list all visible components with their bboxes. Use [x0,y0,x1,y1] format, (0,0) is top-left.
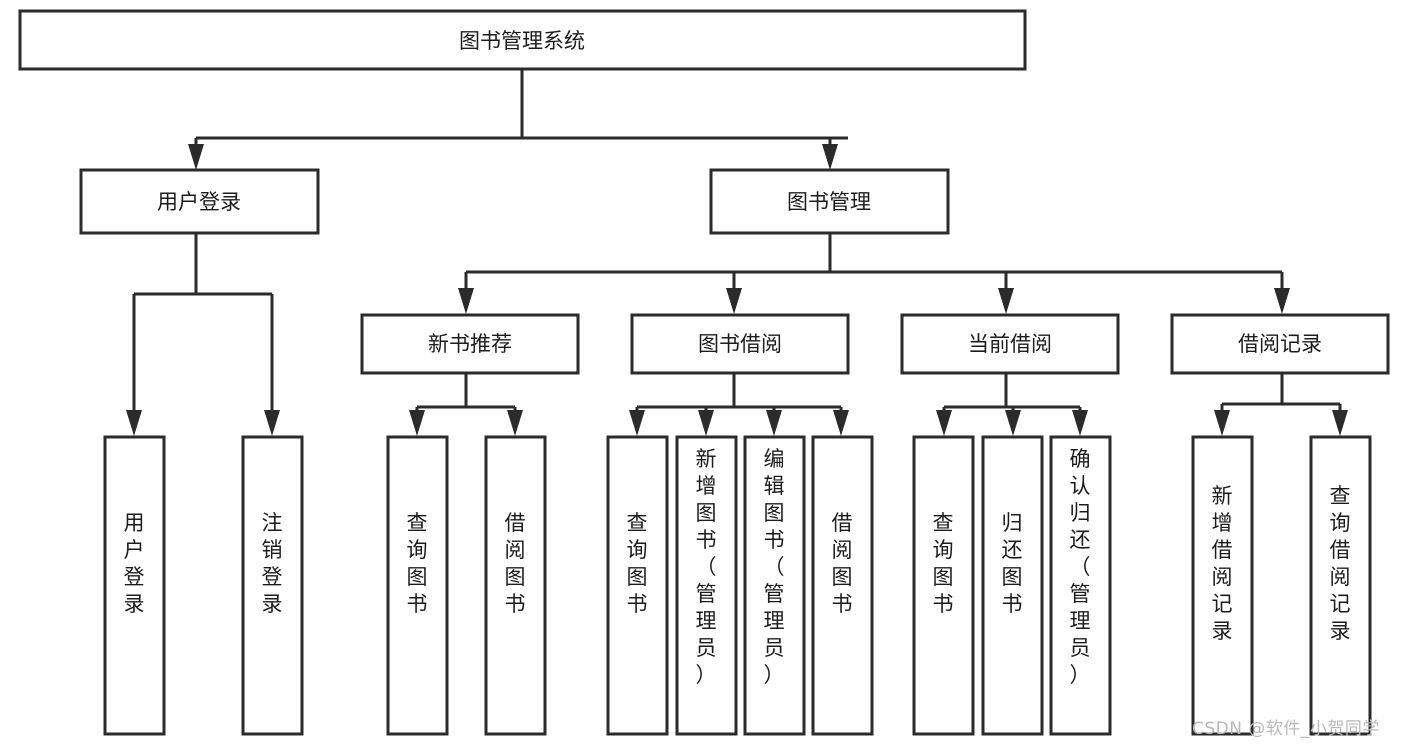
node-book-borrow-box[interactable] [630,313,850,375]
node-user-login[interactable]: 用户登录 [79,168,320,235]
node-leaf-return-book-label: 归还图书 [1002,511,1023,616]
node-leaf-query-borrow-record-box[interactable] [1309,435,1372,736]
arrow-head-icon [1332,410,1348,436]
node-leaf-edit-book-label: 编辑图书（管理员） [764,447,785,687]
node-leaf-return-book-box[interactable] [981,435,1044,736]
arrow-head-icon [936,410,952,436]
connector-bookborrow-to-leaves [629,373,849,436]
connector-borrowrecord-to-leaves [1214,373,1348,436]
node-leaf-return-book[interactable]: 归还图书 [981,435,1044,736]
node-leaf-add-borrow-record[interactable]: 新增借阅记录 [1191,435,1254,736]
arrow-head-icon [264,410,280,436]
node-leaf-query-book-3-label: 查询图书 [933,511,954,616]
arrow-head-icon [409,410,425,436]
node-leaf-user-login[interactable]: 用户登录 [103,435,166,736]
node-book-borrow[interactable]: 图书借阅 [630,313,850,375]
node-leaf-edit-book[interactable]: 编辑图书（管理员） [743,435,806,736]
connector-bookmgmt-to-level2 [458,233,1290,314]
node-user-login-box[interactable] [79,168,320,235]
node-leaf-confirm-return[interactable]: 确认归还（管理员） [1049,435,1112,736]
node-leaf-borrow-book-2[interactable]: 借阅图书 [811,435,874,736]
node-leaf-query-book-1-label: 查询图书 [407,511,428,616]
node-leaf-user-login-box[interactable] [103,435,166,736]
node-book-management-label: 图书管理 [787,190,871,214]
node-leaf-add-book-label: 新增图书（管理员） [696,447,717,687]
node-leaf-query-book-2-label: 查询图书 [627,511,648,616]
node-leaf-query-borrow-record-label: 查询借阅记录 [1330,484,1351,643]
arrow-head-icon [822,144,838,170]
node-leaf-add-book-box[interactable] [675,435,738,736]
connector-root-to-level1 [188,69,848,170]
arrow-head-icon [1214,410,1230,436]
watermark-text: CSDN @软件_小贺同学 [1192,719,1380,739]
node-leaf-logout[interactable]: 注销登录 [241,435,304,736]
connector-userlogin-to-leaves [126,233,280,436]
node-leaf-query-book-3[interactable]: 查询图书 [912,435,975,736]
node-leaf-borrow-book-2-box[interactable] [811,435,874,736]
node-leaf-add-book[interactable]: 新增图书（管理员） [675,435,738,736]
arrow-head-icon [726,288,742,314]
connector-currentborrow-to-leaves [936,373,1088,436]
arrow-head-icon [766,410,782,436]
node-leaf-query-book-3-box[interactable] [912,435,975,736]
arrow-head-icon [1072,410,1088,436]
node-leaf-query-book-1[interactable]: 查询图书 [386,435,449,736]
connector-newbook-to-leaves [409,373,523,436]
node-root-box[interactable] [18,9,1027,71]
arrow-head-icon [1274,288,1290,314]
arrow-head-icon [458,288,474,314]
node-leaf-borrow-book-1-label: 借阅图书 [505,511,526,616]
node-current-borrow-label: 当前借阅 [968,332,1052,356]
node-book-borrow-label: 图书借阅 [698,332,782,356]
node-leaf-borrow-book-1-box[interactable] [484,435,547,736]
node-new-book-recommend[interactable]: 新书推荐 [360,313,580,375]
node-leaf-confirm-return-label: 确认归还（管理员） [1070,447,1091,687]
node-leaf-query-book-2[interactable]: 查询图书 [606,435,669,736]
node-leaf-borrow-book-1[interactable]: 借阅图书 [484,435,547,736]
node-root-label: 图书管理系统 [459,29,585,53]
node-leaf-query-book-2-box[interactable] [606,435,669,736]
node-leaf-confirm-return-box[interactable] [1049,435,1112,736]
node-book-management[interactable]: 图书管理 [709,168,950,235]
node-leaf-logout-box[interactable] [241,435,304,736]
node-leaf-edit-book-box[interactable] [743,435,806,736]
node-leaf-logout-label: 注销登录 [262,511,283,616]
node-borrow-record-label: 借阅记录 [1238,332,1322,356]
node-new-book-recommend-box[interactable] [360,313,580,375]
node-user-login-label: 用户登录 [157,190,241,214]
node-borrow-record[interactable]: 借阅记录 [1170,313,1390,375]
arrow-head-icon [126,410,142,436]
node-leaf-user-login-label: 用户登录 [124,511,145,616]
arrow-head-icon [629,410,645,436]
node-new-book-recommend-label: 新书推荐 [428,332,512,356]
node-leaf-add-borrow-record-label: 新增借阅记录 [1212,484,1233,643]
node-leaf-query-book-1-box[interactable] [386,435,449,736]
arrow-head-icon [507,410,523,436]
node-root[interactable]: 图书管理系统 [18,9,1027,71]
arrow-head-icon [188,144,204,170]
arrow-head-icon [698,410,714,436]
arrow-head-icon [998,288,1014,314]
node-current-borrow-box[interactable] [900,313,1120,375]
arrow-head-icon [1005,410,1021,436]
node-book-management-box[interactable] [709,168,950,235]
arrow-head-icon [833,410,849,436]
node-leaf-query-borrow-record[interactable]: 查询借阅记录 [1309,435,1372,736]
node-current-borrow[interactable]: 当前借阅 [900,313,1120,375]
node-leaf-add-borrow-record-box[interactable] [1191,435,1254,736]
node-borrow-record-box[interactable] [1170,313,1390,375]
node-leaf-borrow-book-2-label: 借阅图书 [832,511,853,616]
